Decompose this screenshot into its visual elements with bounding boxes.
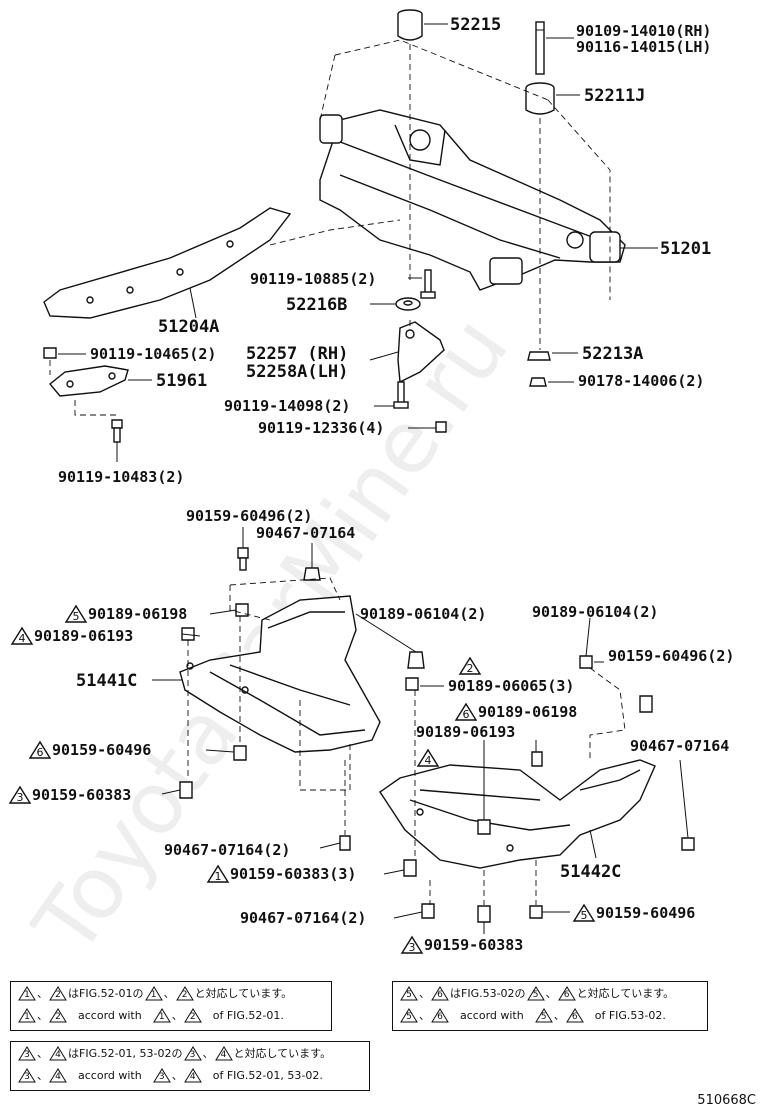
nut-90178 (529, 377, 547, 387)
assembly-guides-upper (49, 39, 611, 416)
figure-code: 510668C (697, 1093, 756, 1108)
engine-under-cover-51442C (379, 759, 656, 869)
bracket-52257 (397, 321, 445, 384)
stiffener-plate-51204A (43, 207, 292, 319)
svg-text:5: 5 (73, 610, 80, 623)
label-51441C: 51441C (76, 671, 137, 691)
plate-51961 (49, 365, 129, 397)
label-90189-06104-mid: 90189-06104(2) (360, 605, 486, 623)
label-90159-60383-bottom: 90159-60383 (424, 936, 523, 954)
label-52211J: 52211J (584, 86, 645, 106)
note-2-jp: 5 、 6 は FIG.53-02の 5 、 6 と対応しています。 (393, 982, 707, 1004)
label-90119-12336: 90119-12336(4) (258, 419, 384, 437)
label-90178-14006: 90178-14006(2) (578, 372, 704, 390)
svg-text:4: 4 (425, 754, 432, 767)
bolt-90119-14098 (393, 381, 409, 409)
label-90189-06065: 90189-06065(3) (448, 677, 574, 695)
suspension-crossmember-51201 (319, 109, 626, 291)
label-90189-06198-left: 90189-06198 (88, 605, 187, 623)
label-90159-60383-left: 90159-60383 (32, 786, 131, 804)
note-1-en: 1 、 2 accord with 1 、 2 of FIG.52-01. (11, 1004, 331, 1026)
svg-text:6: 6 (37, 746, 44, 759)
label-52213A: 52213A (582, 344, 643, 364)
lower-fasteners (179, 547, 695, 923)
bolt-90109 (535, 21, 545, 75)
label-90467-07164-2-bottom: 90467-07164(2) (240, 909, 366, 927)
label-90189-06193-left: 90189-06193 (34, 627, 133, 645)
label-51201: 51201 (660, 239, 711, 259)
label-90159-60496-bottom: 90159-60496 (596, 904, 695, 922)
note-box-1: 1 、 2 は FIG.52-01の 1 、 2 と対応しています。 1 、 2… (10, 981, 332, 1031)
label-52216B: 52216B (286, 295, 347, 315)
label-90119-10885: 90119-10885(2) (250, 270, 376, 288)
svg-text:3: 3 (17, 791, 24, 804)
label-90189-06104-right: 90189-06104(2) (532, 603, 658, 621)
label-90159-60383-3: 90159-60383(3) (230, 865, 356, 883)
note-2-en: 5 、 6 accord with 5 、 6 of FIG.53-02. (393, 1004, 707, 1026)
label-90467-07164-top: 90467-07164 (256, 524, 355, 542)
bolt-90119-10483 (111, 419, 123, 443)
label-52215: 52215 (450, 15, 501, 35)
marker-2-mid: 2 (458, 656, 482, 675)
note-1-jp: 1 、 2 は FIG.52-01の 1 、 2 と対応しています。 (11, 982, 331, 1004)
label-90159-60496-2-top: 90159-60496(2) (186, 507, 312, 525)
svg-text:5: 5 (581, 909, 588, 922)
svg-text:2: 2 (467, 662, 474, 675)
label-90467-07164-right: 90467-07164 (630, 737, 729, 755)
marker-4-left: 4 (10, 626, 34, 645)
marker-5-left: 5 (64, 604, 88, 623)
engine-under-cover-51441C (179, 595, 381, 753)
marker-1-mid: 1 (206, 864, 230, 883)
svg-text:6: 6 (463, 708, 470, 721)
note-3-en: 3 、 4 accord with 3 、 4 of FIG.52-01, 53… (11, 1064, 369, 1086)
marker-6-left: 6 (28, 740, 52, 759)
bushing-52215 (397, 9, 423, 41)
washer-52216B (395, 297, 421, 311)
leader-lines (58, 23, 689, 934)
marker-6-right: 6 (454, 702, 478, 721)
marker-5-bottom: 5 (572, 903, 596, 922)
label-90116-14015: 90116-14015(LH) (576, 38, 711, 56)
label-51961: 51961 (156, 371, 207, 391)
label-90159-60496-2-right: 90159-60496(2) (608, 647, 734, 665)
bolt-90119-10885 (420, 269, 436, 299)
svg-text:4: 4 (19, 632, 26, 645)
note-box-2: 5 、 6 は FIG.53-02の 5 、 6 と対応しています。 5 、 6… (392, 981, 708, 1031)
triangle-markers: 5 4 2 6 4 6 3 1 5 3 (8, 604, 596, 954)
label-51442C: 51442C (560, 862, 621, 882)
label-90159-60496-left: 90159-60496 (52, 741, 151, 759)
label-90189-06198-right: 90189-06198 (478, 703, 577, 721)
label-90119-10465: 90119-10465(2) (90, 345, 216, 363)
marker-3-bottom: 3 (400, 935, 424, 954)
part-labels: 52215 90109-14010(RH) 90116-14015(LH) 52… (32, 15, 734, 954)
stopper-52213A (527, 351, 551, 361)
note-box-3: 3 、 4 は FIG.52-01, 53-02の 3 、 4 と対応しています… (10, 1041, 370, 1091)
label-52258A: 52258A(LH) (246, 362, 348, 382)
marker-4-right: 4 (416, 748, 440, 767)
svg-text:1: 1 (215, 870, 222, 883)
label-90189-06193-right: 90189-06193 (416, 723, 515, 741)
assembly-guides-lower (187, 577, 626, 905)
label-52257: 52257 (RH) (246, 344, 348, 364)
bolt-90119-12336 (435, 421, 447, 433)
label-90119-14098: 90119-14098(2) (224, 397, 350, 415)
bolt-90119-10465 (43, 347, 57, 359)
bushing-52211J (525, 82, 555, 115)
marker-3-left: 3 (8, 785, 32, 804)
label-51204A: 51204A (158, 317, 219, 337)
note-3-jp: 3 、 4 は FIG.52-01, 53-02の 3 、 4 と対応しています… (11, 1042, 369, 1064)
svg-text:3: 3 (409, 941, 416, 954)
label-90109-14010: 90109-14010(RH) (576, 22, 711, 40)
label-90119-10483: 90119-10483(2) (58, 468, 184, 486)
label-90467-07164-2-mid: 90467-07164(2) (164, 841, 290, 859)
